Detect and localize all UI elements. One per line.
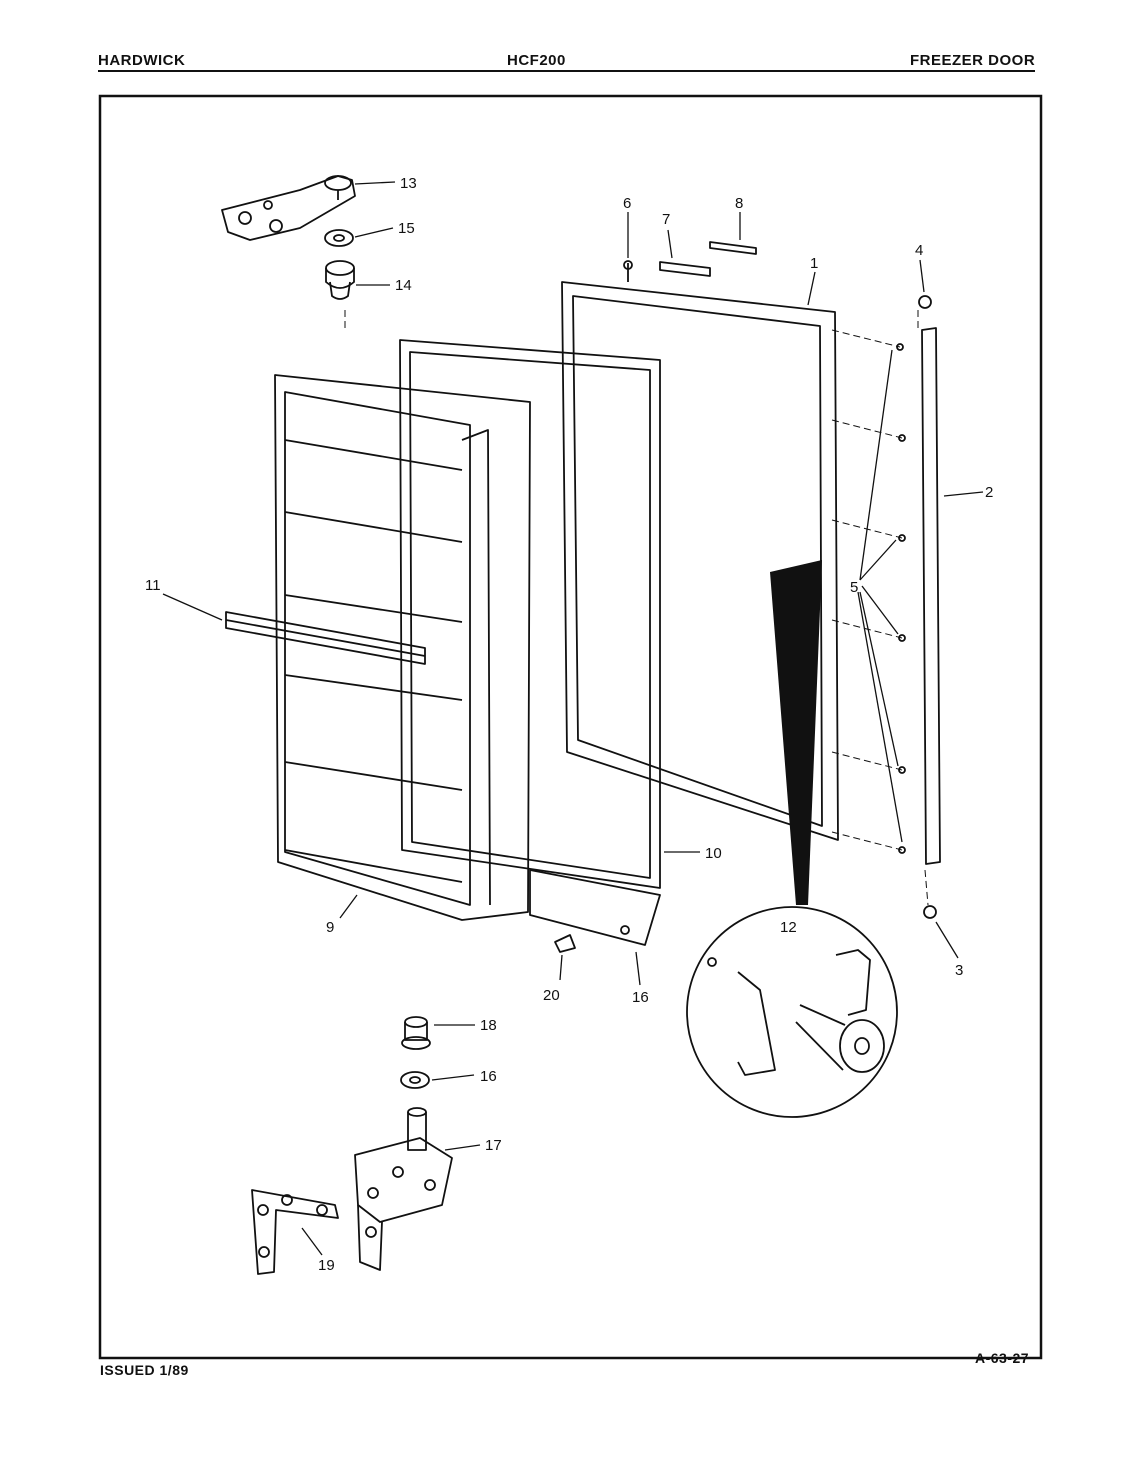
callout-7: 7 bbox=[662, 211, 670, 228]
callout-5: 5 bbox=[850, 579, 858, 596]
issued-date: ISSUED 1/89 bbox=[100, 1362, 189, 1378]
callout-16-bottom: 16 bbox=[480, 1068, 497, 1085]
callout-19: 19 bbox=[318, 1257, 335, 1274]
top-hinge bbox=[221, 175, 356, 241]
callout-3: 3 bbox=[955, 962, 963, 979]
header-rule bbox=[98, 70, 1035, 72]
callout-4: 4 bbox=[915, 242, 923, 259]
top-cap bbox=[659, 261, 711, 277]
section-title: FREEZER DOOR bbox=[910, 52, 1036, 69]
bottom-washer bbox=[400, 1071, 430, 1089]
callout-11: 11 bbox=[145, 577, 161, 594]
callout-15: 16 bbox=[632, 989, 649, 1006]
hinge-side-rail bbox=[921, 327, 941, 865]
hinge-shim bbox=[251, 1189, 339, 1275]
callout-9: 9 bbox=[326, 919, 334, 936]
clip-bottom bbox=[923, 905, 937, 919]
clip-top bbox=[918, 295, 932, 309]
callout-13: 13 bbox=[400, 175, 417, 192]
callout-6: 6 bbox=[623, 195, 631, 212]
outer-door-panel bbox=[561, 281, 839, 841]
latch-detail bbox=[686, 906, 898, 1118]
callout-17: 17 bbox=[485, 1137, 502, 1154]
callout-12: 12 bbox=[780, 919, 797, 936]
door-liner bbox=[274, 374, 531, 921]
top-bushing bbox=[325, 260, 355, 300]
detail-leader bbox=[770, 560, 822, 905]
top-washer bbox=[324, 229, 354, 247]
callout-8: 8 bbox=[735, 195, 743, 212]
top-pin bbox=[623, 260, 633, 282]
model-label: HCF200 bbox=[507, 52, 566, 69]
callout-10: 10 bbox=[705, 845, 722, 862]
screws bbox=[896, 343, 906, 854]
bottom-trim bbox=[529, 869, 661, 946]
callout-14: 14 bbox=[395, 277, 412, 294]
callout-2: 2 bbox=[985, 484, 993, 501]
callout-16-top: 15 bbox=[398, 220, 415, 237]
top-strip bbox=[709, 241, 757, 255]
callout-1: 1 bbox=[810, 255, 818, 272]
diagram-frame bbox=[98, 94, 1043, 1360]
bottom-pin bbox=[401, 1016, 431, 1050]
bottom-clip bbox=[554, 934, 576, 953]
bottom-hinge bbox=[354, 1107, 453, 1271]
brand-label: HARDWICK bbox=[98, 52, 186, 69]
door-bar bbox=[225, 611, 426, 665]
callout-18: 18 bbox=[480, 1017, 497, 1034]
callout-20: 20 bbox=[543, 987, 560, 1004]
